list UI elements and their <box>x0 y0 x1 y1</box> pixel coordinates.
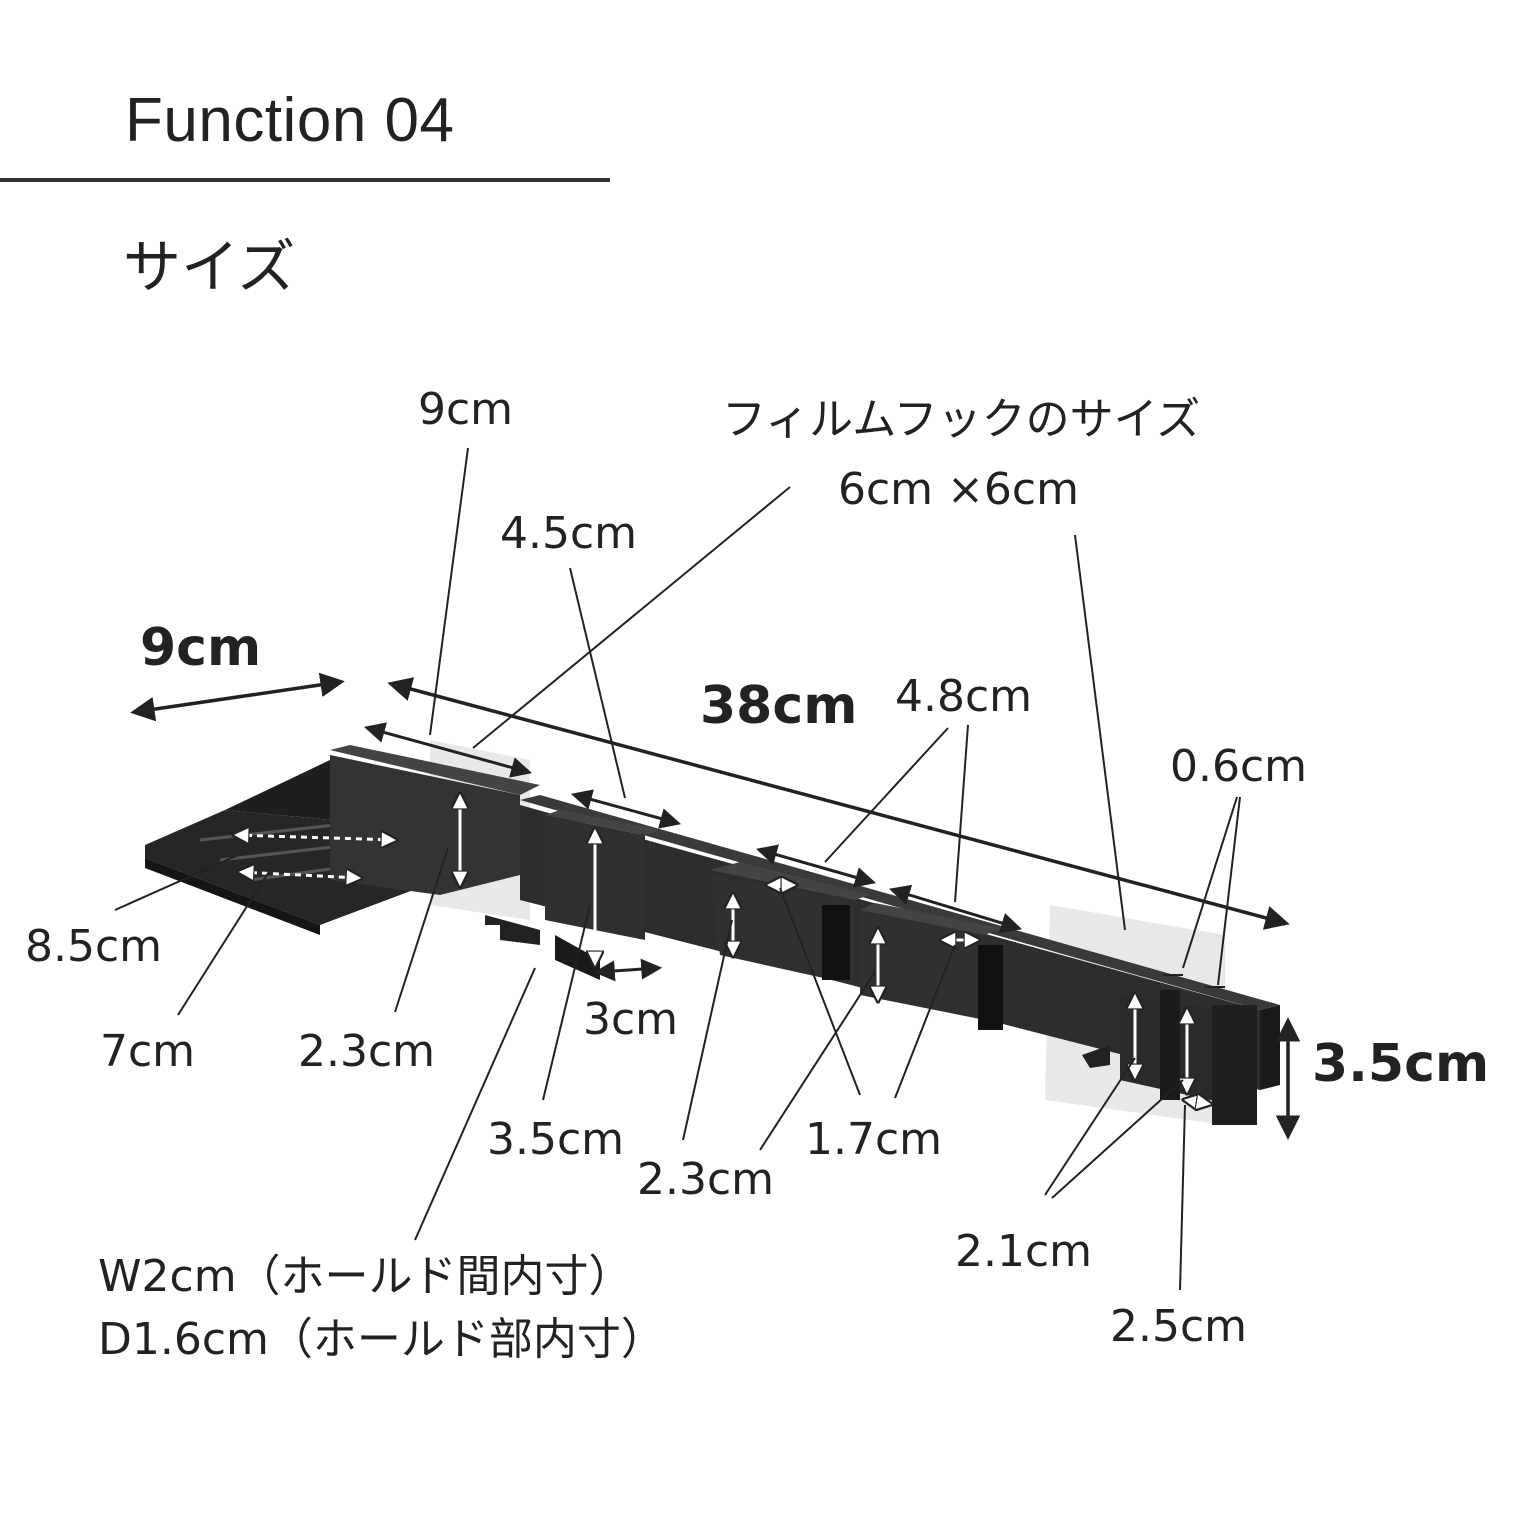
label-holder-width: W2cm（ホールド間内寸） <box>98 1251 633 1302</box>
leader-lines <box>114 447 1241 1291</box>
inner-dimension-arrows <box>235 835 395 878</box>
label-shelf-8-5cm: 8.5cm <box>25 921 163 972</box>
label-hook-3-5cm: 3.5cm <box>487 1114 625 1165</box>
label-shelf-width: 9cm <box>140 618 262 678</box>
title-divider <box>0 178 610 182</box>
label-holder-depth: D1.6cm（ホールド部内寸） <box>98 1314 665 1365</box>
label-right-2-1cm: 2.1cm <box>955 1226 1093 1277</box>
label-mid-2-3cm: 2.3cm <box>637 1154 775 1205</box>
label-film-hook-size: 6cm ×6cm <box>838 464 1079 515</box>
label-right-2-5cm: 2.5cm <box>1110 1301 1248 1352</box>
label-gap-0-6cm: 0.6cm <box>1170 741 1308 792</box>
label-top-9cm: 9cm <box>418 384 514 435</box>
label-hook-4-8cm: 4.8cm <box>895 671 1033 722</box>
label-hook-3cm: 3cm <box>583 994 679 1045</box>
label-height-3-5cm: 3.5cm <box>1312 1034 1490 1094</box>
label-film-hook-title: フィルムフックのサイズ <box>722 394 1201 445</box>
label-wall-2-3cm: 2.3cm <box>298 1026 436 1077</box>
outer-dimension-arrows <box>130 672 1301 1140</box>
page-title: Function 04 <box>125 86 455 155</box>
label-shelf-7cm: 7cm <box>100 1026 196 1077</box>
label-total-width: 38cm <box>700 676 858 736</box>
page-subtitle: サイズ <box>123 233 296 301</box>
label-mid-1-7cm: 1.7cm <box>805 1114 943 1165</box>
label-hook-4-5cm: 4.5cm <box>500 508 638 559</box>
